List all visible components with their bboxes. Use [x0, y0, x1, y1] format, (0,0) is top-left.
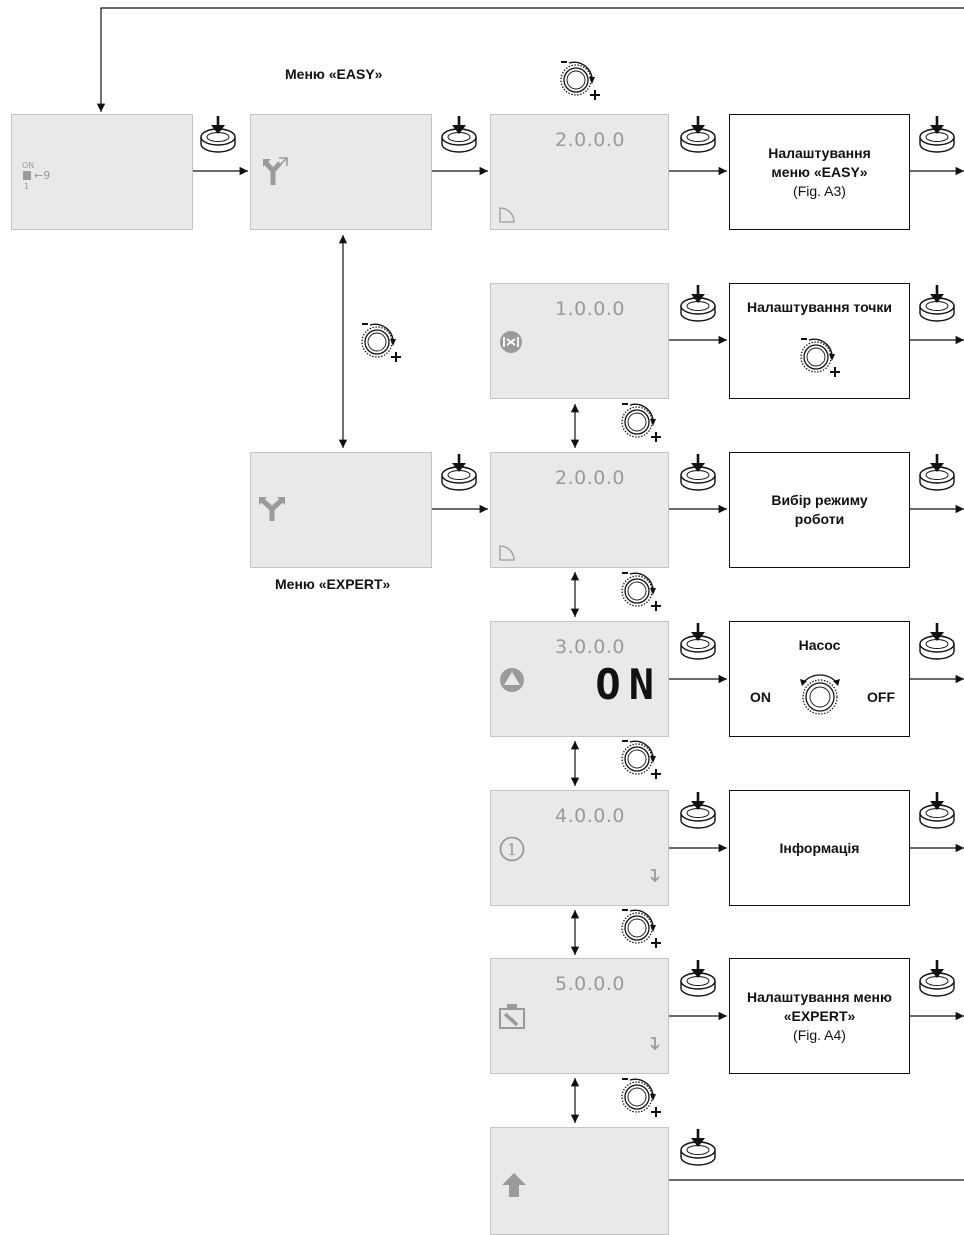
press-button-icon: [679, 792, 717, 830]
expert-settings-title-line1: Налаштування меню: [747, 988, 892, 1005]
press-button-icon: [918, 623, 956, 661]
svg-text:←9: ←9: [34, 169, 50, 182]
pump-off-label: OFF: [867, 689, 895, 705]
rotary-knob-icon: [621, 572, 662, 612]
press-button-icon: [679, 1129, 717, 1167]
rotary-knob-icon: [361, 323, 402, 363]
press-button-icon: [199, 116, 237, 154]
svg-text:1: 1: [507, 840, 517, 859]
rotary-knob-icon: [621, 909, 662, 949]
info-icon: 1: [499, 836, 525, 862]
rotary-knob-icon: [800, 338, 841, 378]
easy-menu-icon: [263, 157, 288, 185]
setpoint-code-value: 1.0.0.0: [555, 298, 625, 320]
easy-code-value: 2.0.0.0: [555, 129, 625, 151]
press-button-icon: [440, 454, 478, 492]
sub-menu-arrow-icon: [650, 869, 660, 883]
rotary-knob-icon: [621, 740, 662, 780]
expert-settings-ref: (Fig. A4): [793, 1026, 846, 1043]
mode-title-line2: роботи: [794, 511, 845, 527]
easy-settings-ref: (Fig. A3): [793, 182, 846, 199]
expert-menu-label: Меню «EXPERT»: [275, 576, 391, 592]
svg-text:ON: ON: [22, 161, 34, 170]
screen-pump[interactable]: 3.0.0.0 ON: [490, 621, 669, 737]
screen-info[interactable]: 4.0.0.0 1: [490, 790, 669, 906]
pump-title: Насос: [798, 637, 841, 653]
press-button-icon: [679, 960, 717, 998]
pump-state-display: ON: [595, 660, 662, 709]
pump-box[interactable]: Насос ON OFF: [729, 621, 910, 737]
rotary-knob-icon: [621, 1078, 662, 1118]
pump-code-value: 3.0.0.0: [555, 636, 625, 658]
setpoint-title: Налаштування точки: [746, 299, 893, 315]
screen-mode[interactable]: 2.0.0.0: [490, 452, 669, 568]
rotary-knob-icon: [621, 403, 662, 443]
rotary-knob-icon: [560, 61, 601, 101]
info-code-value: 4.0.0.0: [555, 805, 625, 827]
press-button-icon: [918, 285, 956, 323]
setpoint-box[interactable]: Налаштування точки: [729, 283, 910, 399]
press-button-icon: [918, 116, 956, 154]
press-button-icon: [918, 454, 956, 492]
info-title: Інформація: [779, 839, 860, 856]
press-button-icon: [679, 285, 717, 323]
sub-menu-arrow-icon: [499, 207, 515, 223]
mode-code-value: 2.0.0.0: [555, 467, 625, 489]
sub-menu-arrow-icon: [650, 1037, 660, 1051]
press-button-icon: [679, 116, 717, 154]
return-icon: [502, 1173, 526, 1197]
screen-expert-settings[interactable]: 5.0.0.0: [490, 958, 669, 1074]
screen-home[interactable]: ON ←9 1: [11, 114, 193, 230]
expert-settings-title-line2: «EXPERT»: [783, 1007, 856, 1024]
sub-menu-arrow-icon: [499, 545, 515, 561]
screen-return[interactable]: [490, 1127, 669, 1235]
easy-settings-title-line1: Налаштування: [768, 144, 871, 161]
info-box[interactable]: Інформація: [729, 790, 910, 906]
press-button-icon: [679, 454, 717, 492]
easy-settings-box[interactable]: Налаштування меню «EASY» (Fig. A3): [729, 114, 910, 230]
expert-code-value: 5.0.0.0: [555, 973, 625, 995]
expert-settings-icon: [499, 1004, 525, 1029]
svg-text:1: 1: [24, 182, 29, 189]
pump-icon: [500, 668, 524, 692]
easy-settings-title-line2: меню «EASY»: [771, 163, 868, 180]
expert-settings-box[interactable]: Налаштування меню «EXPERT» (Fig. A4): [729, 958, 910, 1074]
press-button-icon: [918, 960, 956, 998]
screen-easy-code[interactable]: 2.0.0.0: [490, 114, 669, 230]
press-button-icon: [918, 792, 956, 830]
pump-on-label: ON: [750, 689, 771, 705]
screen-setpoint[interactable]: 1.0.0.0: [490, 283, 669, 399]
home-status-icon: ON ←9 1: [22, 161, 50, 189]
mode-title-line1: Вибір режиму: [771, 492, 868, 508]
pump-toggle-knob-icon: [800, 674, 840, 715]
press-button-icon: [440, 116, 478, 154]
expert-menu-icon: [259, 497, 285, 521]
setpoint-icon: [500, 331, 522, 353]
screen-easy-menu[interactable]: [250, 114, 432, 230]
easy-menu-label: Меню «EASY»: [285, 66, 383, 82]
press-button-icon: [679, 623, 717, 661]
screen-expert-menu[interactable]: [250, 452, 432, 568]
mode-box[interactable]: Вибір режиму роботи: [729, 452, 910, 568]
